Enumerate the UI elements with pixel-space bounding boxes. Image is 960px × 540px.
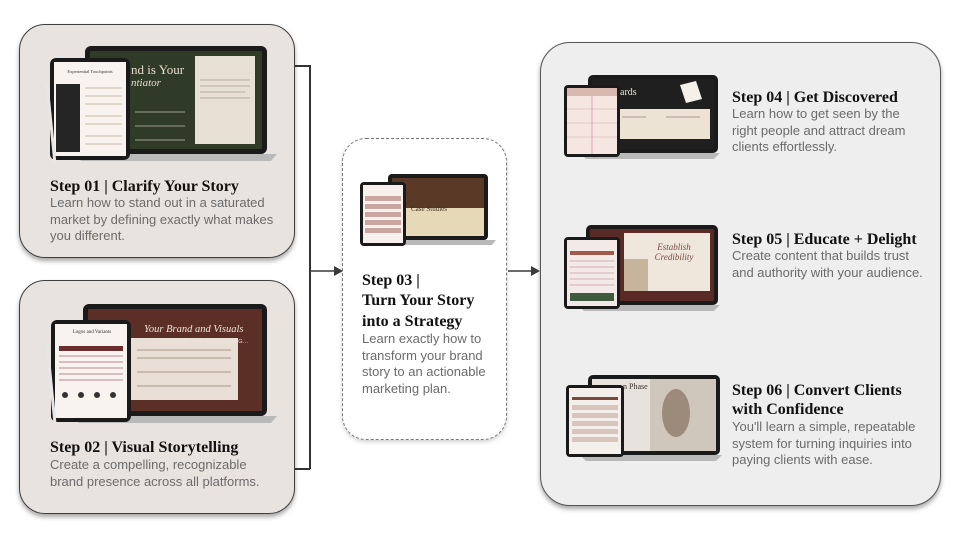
step-05-device-mockup (564, 225, 720, 311)
step-05-description: Create content that builds trust and aut… (732, 248, 923, 280)
step-01-title: Step 01 | Clarify Your Story (50, 178, 239, 195)
step-01-laptop-text: nd is Your (131, 62, 185, 77)
step-03-description: Learn exactly how to transform your bran… (362, 331, 486, 396)
step-02-tablet-heading: Logos and Variants (72, 330, 112, 335)
step-01-description: Learn how to stand out in a saturated ma… (50, 195, 274, 243)
step-04-description: Learn how to get seen by the right peopl… (732, 106, 906, 154)
connector-top (295, 65, 310, 67)
step-06-title-line-1: Step 06 | Convert Clients (732, 382, 902, 399)
step-06-title-line-2: with Confidence (732, 401, 844, 418)
step-02-title: Step 02 | Visual Storytelling (50, 439, 239, 456)
step-06-device-mockup (566, 375, 722, 461)
step-03-title-line-3: into a Strategy (362, 313, 463, 330)
step-03-device-mockup (360, 174, 496, 246)
step-04-laptop-text: ards (620, 87, 637, 98)
step-02-laptop-text: Your Brand and Visuals (144, 324, 244, 335)
connector-bottom (295, 468, 310, 470)
step-03-laptop-text: Case Studies (411, 205, 447, 213)
step-03-title-line-2: Turn Your Story (362, 292, 475, 309)
step-05-title: Step 05 | Educate + Delight (732, 231, 917, 248)
step-06-laptop-text: n Phase (623, 382, 648, 391)
arrow-to-step-03 (310, 266, 343, 276)
arrow-to-right-card (508, 266, 540, 276)
step-02-device-mockup (45, 304, 277, 425)
connector-vertical (309, 65, 311, 469)
step-02-description: Create a compelling, recognizable brand … (50, 457, 260, 489)
step-04-device-mockup (564, 75, 720, 159)
step-02-laptop-subtext: CONSIDER THE FOLLOWING... (156, 339, 250, 345)
step-01-device-mockup (45, 46, 277, 165)
step-01-tablet-heading: Experiential Touchpoints (67, 69, 113, 74)
step-04-title: Step 04 | Get Discovered (732, 89, 898, 106)
step-01-laptop-subtext: ntiator (131, 77, 161, 89)
step-06-description: You'll learn a simple, repeatable system… (732, 419, 916, 467)
step-03-title-line-1: Step 03 | (362, 272, 420, 289)
step-05-laptop-text: Establish Credibility (654, 242, 694, 262)
